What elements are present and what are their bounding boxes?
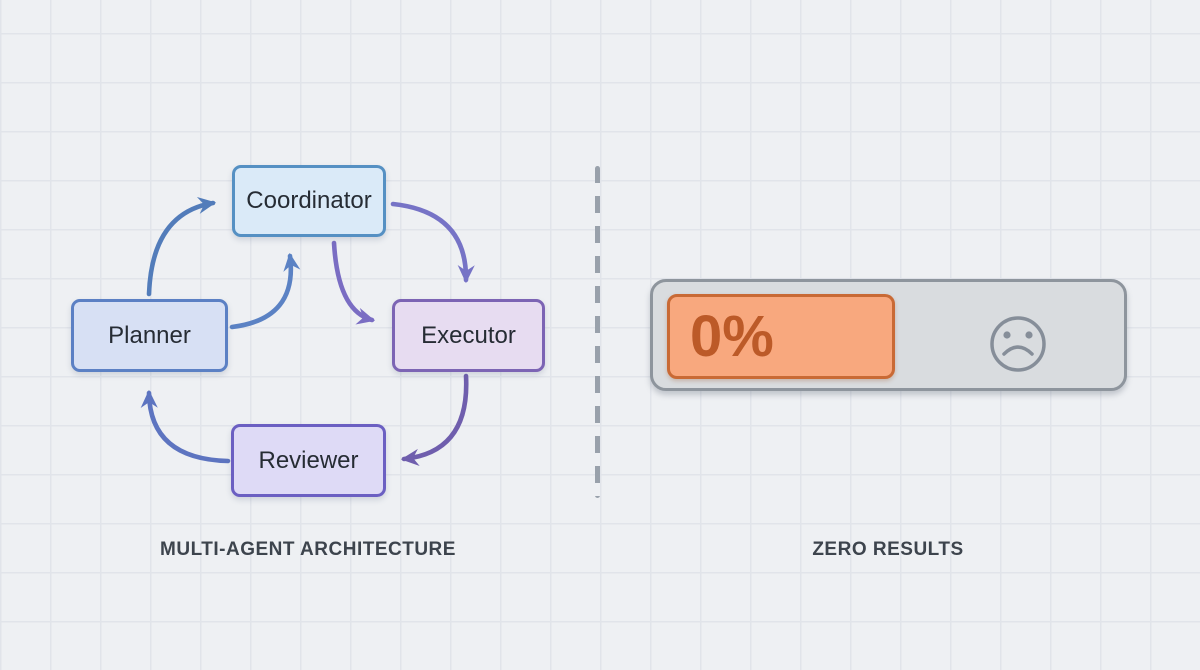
node-planner-label: Planner: [108, 321, 191, 349]
node-executor: Executor: [392, 299, 545, 372]
cycle-arrows: [140, 196, 475, 466]
diagram-caption: MULTI-AGENT ARCHITECTURE: [160, 539, 456, 560]
arrow-coordinator-to-executor-inner: [331, 240, 376, 325]
node-executor-label: Executor: [421, 321, 516, 349]
node-reviewer-label: Reviewer: [258, 446, 359, 474]
node-reviewer: Reviewer: [231, 424, 386, 497]
result-caption: ZERO RESULTS: [812, 539, 964, 560]
dashed-divider: [595, 166, 600, 498]
progress-fill: 0%: [667, 294, 895, 379]
arrow-reviewer-to-planner: [140, 389, 231, 464]
node-planner: Planner: [71, 299, 228, 372]
progress-bar: 0%: [650, 279, 1127, 391]
sad-face-icon: [990, 316, 1046, 372]
arrow-planner-to-coordinator-inner: [229, 252, 301, 330]
progress-value: 0%: [690, 303, 774, 369]
node-coordinator-label: Coordinator: [246, 187, 372, 214]
arrow-executor-to-reviewer: [400, 373, 469, 466]
arrow-planner-to-coordinator-outer: [146, 196, 217, 297]
node-coordinator: Coordinator: [232, 165, 386, 237]
arrow-coordinator-to-executor-outer: [390, 201, 475, 284]
